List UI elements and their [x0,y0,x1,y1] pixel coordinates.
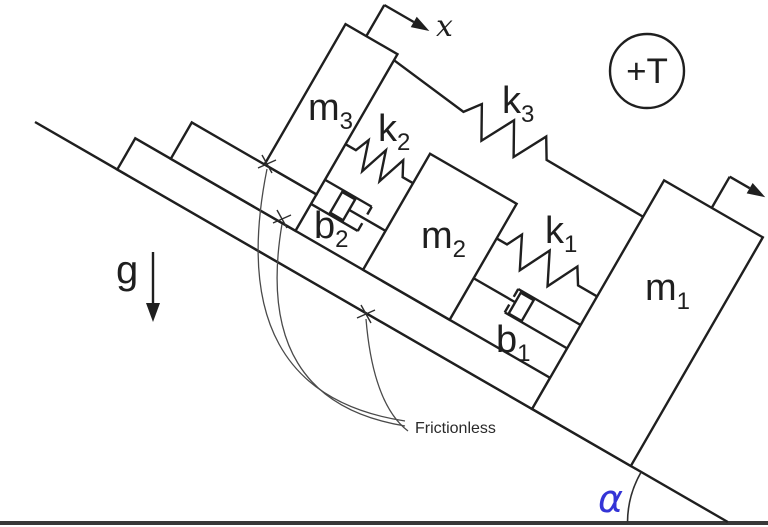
label-m2: m2 [421,215,466,263]
damper-b1-cap-top [512,288,520,298]
friction-mark-upper [257,154,277,174]
m1-axis-arrowhead [746,182,766,198]
coordinate-arrow-m1 [710,175,766,209]
torque-label: +T [626,52,668,91]
label-m3: m3 [308,87,353,135]
damper-b1 [473,277,582,350]
frictionless-label: Frictionless [415,420,496,437]
friction-leader-2 [276,223,406,427]
damper-b1-rod [473,277,516,304]
friction-mark-lower [356,304,376,324]
damper-b2-cap-top [366,206,373,216]
damper-b2-cylinder-top [324,178,373,208]
damper-b1-cylinder-top [517,287,582,327]
gravity-arrowhead [146,303,160,322]
label-k1: k1 [545,210,577,258]
damper-b1-piston [507,291,536,323]
coordinate-arrow-m3 [365,3,430,37]
label-k2: k2 [378,108,410,156]
spring-k3 [393,59,644,218]
mass-block-m2 [361,152,519,322]
x-coordinate-label: x [436,9,453,44]
friction-leader-3 [365,318,409,432]
damper-b2 [310,178,387,233]
x-axis-shaft [383,3,415,24]
upper-plate [169,120,319,233]
m1-axis-shaft [729,175,751,190]
x-axis-stub [365,4,386,37]
label-m1: m1 [645,267,690,315]
damper-b2-cap-bottom [356,222,364,232]
angle-label: α [598,477,623,521]
label-b2: b2 [314,205,349,253]
friction-mark-middle [272,209,292,229]
mass-block-m3 [262,22,400,197]
label-k3: k3 [502,80,534,128]
spring-k2 [344,137,414,185]
damper-b1-cap-bottom [503,303,511,313]
spring-k1 [496,232,598,298]
mass-block-m1 [530,178,765,468]
friction-leader-1 [257,168,406,422]
damper-b2-cylinder-bottom [310,202,359,233]
torque-circle [608,32,686,110]
m1-axis-stub [710,176,731,209]
incline-assembly [34,3,766,524]
gravity-label: g [116,248,138,292]
angle-arc [626,472,642,523]
lower-plate [115,136,552,411]
label-b1: b1 [496,319,531,367]
x-axis-arrowhead [410,16,430,31]
damper-b2-rod [348,208,387,232]
